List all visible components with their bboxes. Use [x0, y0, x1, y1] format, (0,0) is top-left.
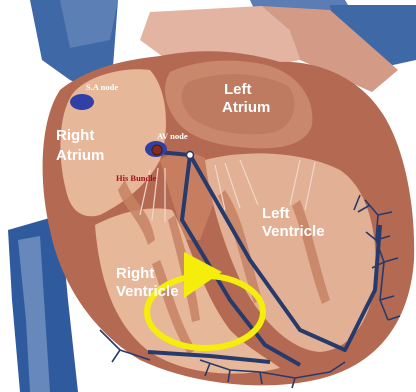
av-node-label: AV node [157, 131, 188, 141]
right-ventricle-label-2: Ventricle [116, 283, 179, 300]
left-atrium-label-1: Left [224, 81, 252, 98]
left-ventricle-label-2: Ventricle [262, 223, 325, 240]
left-ventricle-label-1: Left [262, 205, 290, 222]
his-bundle-junction [187, 152, 194, 159]
right-atrium-label-1: Right [56, 127, 94, 144]
his-bundle-label: His Bundle [116, 173, 157, 183]
left-atrium-label-2: Atrium [222, 99, 270, 116]
sa-node-label: S.A node [86, 82, 118, 92]
right-atrium-label-2: Atrium [56, 147, 104, 164]
av-node [152, 145, 162, 155]
right-ventricle-label-1: Right [116, 265, 154, 282]
sa-node [70, 94, 94, 110]
